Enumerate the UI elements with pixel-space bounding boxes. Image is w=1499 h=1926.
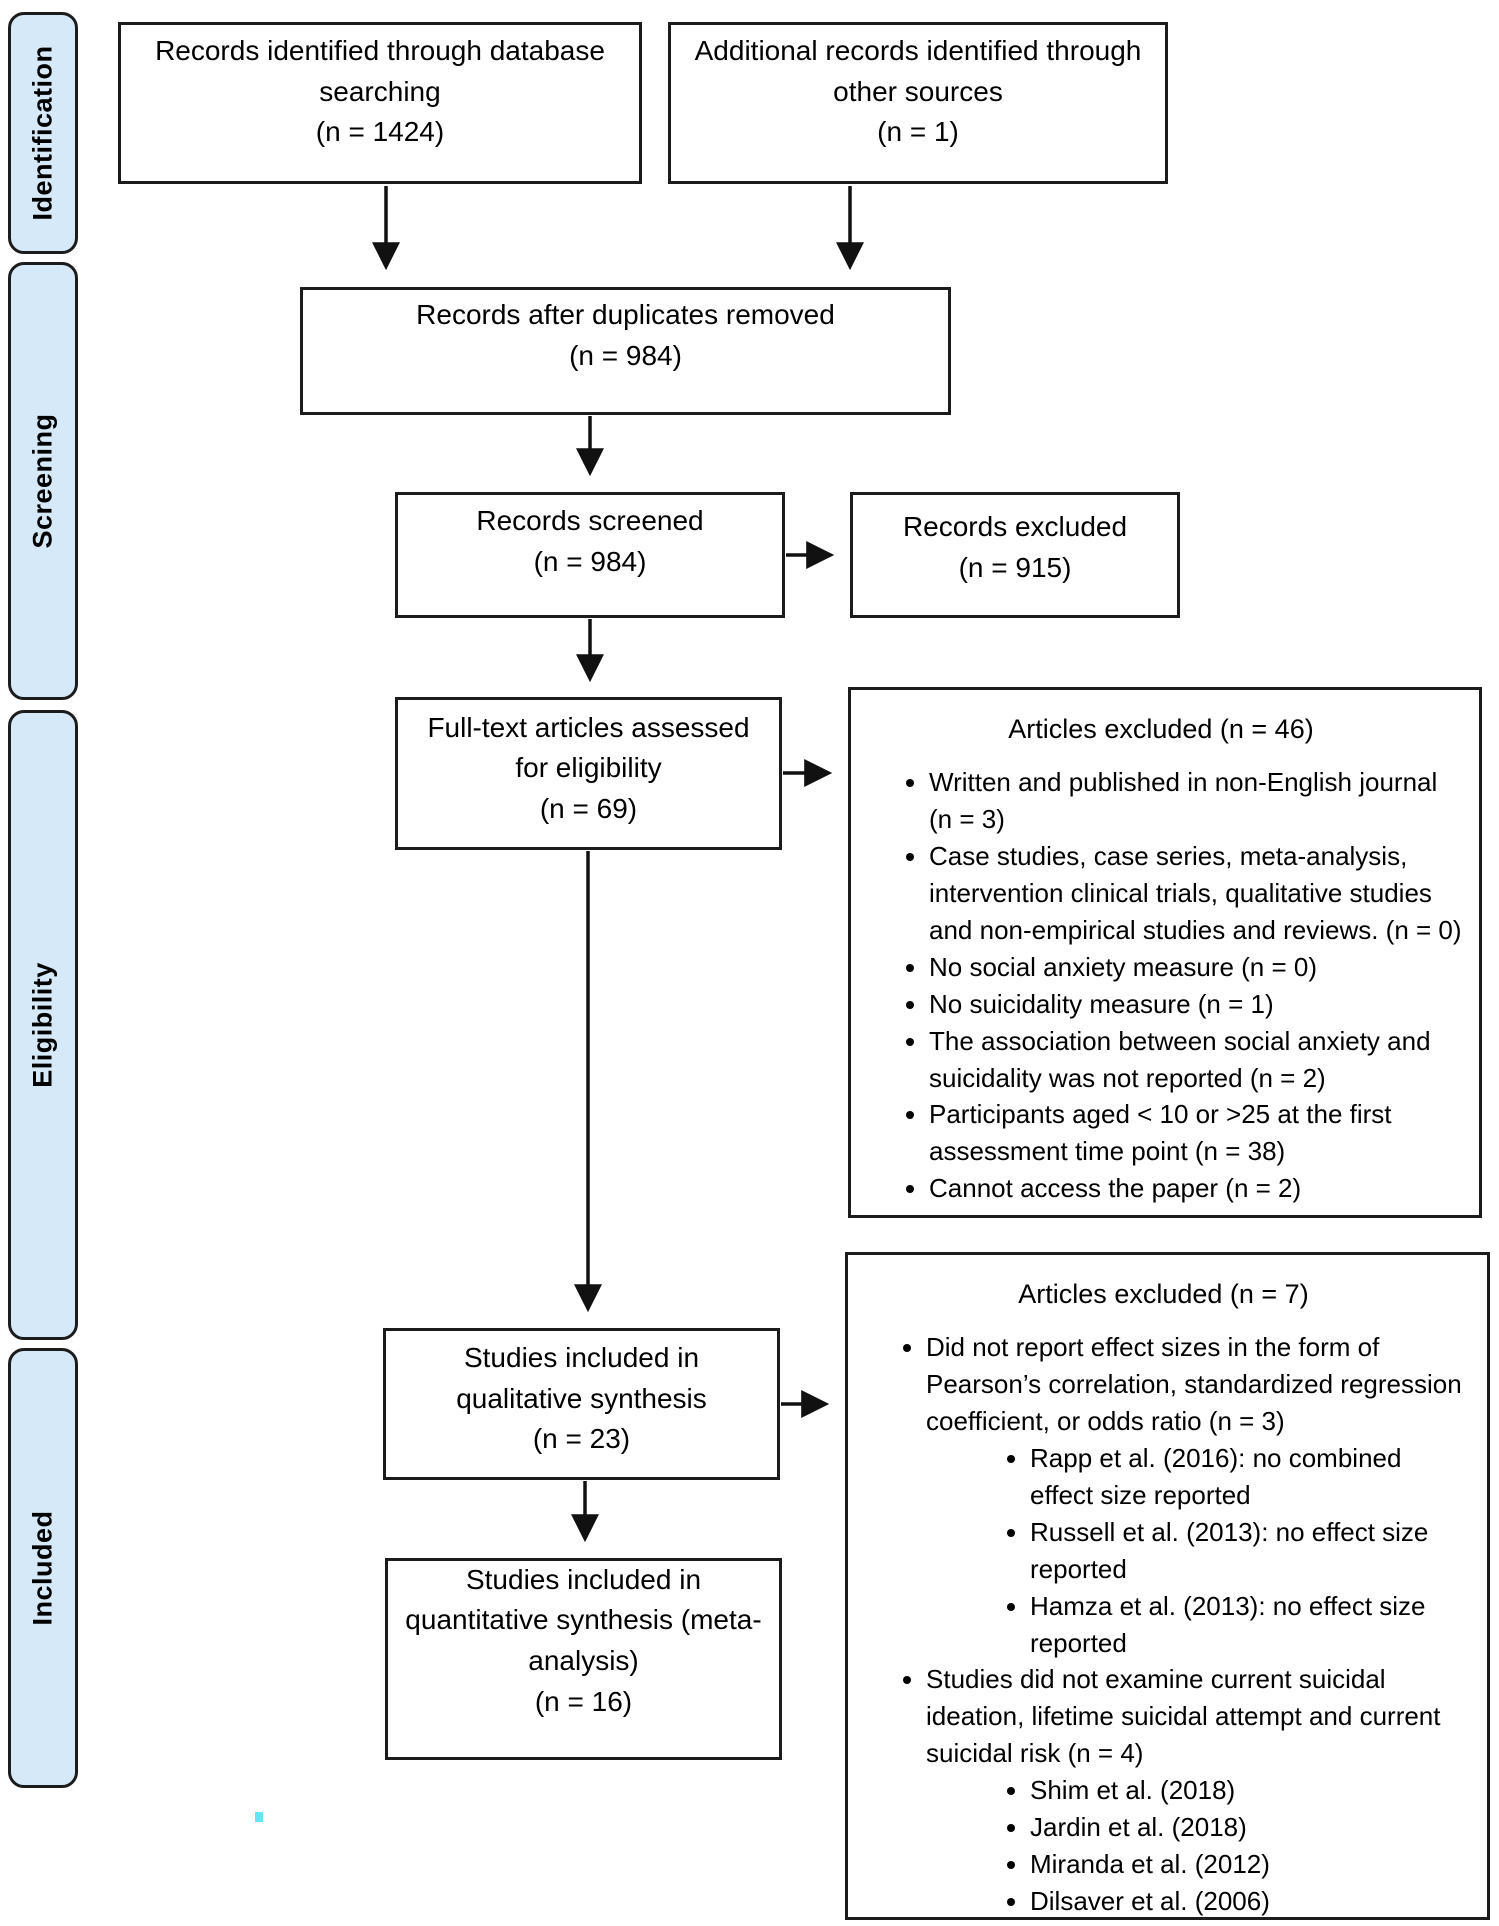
- list-item: No suicidality measure (n = 1): [929, 986, 1463, 1023]
- list-item: Shim et al. (2018): [1030, 1772, 1471, 1809]
- list-item-text: Did not report effect sizes in the form …: [926, 1332, 1462, 1437]
- box-fulltext-assessed: Full-text articles assessed for eligibil…: [395, 697, 782, 850]
- list-item: Cannot access the paper (n = 2): [929, 1170, 1463, 1207]
- box-after-duplicates-text: Records after duplicates removed (n = 98…: [416, 299, 835, 371]
- stray-cyan-artifact: [255, 1812, 263, 1822]
- excluded-7-sublist: Rapp et al. (2016): no combined effect s…: [926, 1440, 1471, 1661]
- box-records-screened-text: Records screened (n = 984): [476, 505, 704, 577]
- stage-band-eligibility: Eligibility: [8, 710, 78, 1340]
- list-item-text: Studies did not examine current suicidal…: [926, 1664, 1441, 1769]
- list-item: Written and published in non-English jou…: [929, 764, 1463, 838]
- panel-excluded-46-title: Articles excluded (n = 46): [1008, 714, 1314, 744]
- box-records-screened: Records screened (n = 984): [395, 492, 785, 618]
- list-item: Did not report effect sizes in the form …: [926, 1329, 1471, 1661]
- box-quantitative-synthesis: Studies included in quantitative synthes…: [385, 1558, 782, 1760]
- stage-band-screening: Screening: [8, 262, 78, 700]
- list-item: Miranda et al. (2012): [1030, 1846, 1471, 1883]
- list-item: No social anxiety measure (n = 0): [929, 949, 1463, 986]
- box-additional-records-text: Additional records identified through ot…: [694, 35, 1142, 148]
- excluded-46-list: Written and published in non-English jou…: [859, 764, 1463, 1207]
- box-fulltext-assessed-text: Full-text articles assessed for eligibil…: [427, 711, 750, 824]
- panel-excluded-7-title: Articles excluded (n = 7): [1018, 1279, 1309, 1309]
- list-item: Rapp et al. (2016): no combined effect s…: [1030, 1440, 1471, 1514]
- stage-label-screening: Screening: [27, 413, 58, 549]
- list-item: Case studies, case series, meta-analysis…: [929, 838, 1463, 949]
- list-item: Jardin et al. (2018): [1030, 1809, 1471, 1846]
- box-qualitative-synthesis: Studies included in qualitative synthesi…: [383, 1328, 780, 1480]
- box-records-identified: Records identified through database sear…: [118, 22, 642, 184]
- excluded-7-list: Did not report effect sizes in the form …: [856, 1329, 1471, 1920]
- stage-label-identification: Identification: [27, 45, 58, 221]
- list-item: Studies did not examine current suicidal…: [926, 1661, 1471, 1919]
- panel-articles-excluded-46: Articles excluded (n = 46) Written and p…: [848, 687, 1482, 1218]
- box-after-duplicates: Records after duplicates removed (n = 98…: [300, 287, 951, 415]
- list-item: Russell et al. (2013): no effect size re…: [1030, 1514, 1471, 1588]
- panel-articles-excluded-7: Articles excluded (n = 7) Did not report…: [845, 1252, 1490, 1920]
- stage-band-identification: Identification: [8, 12, 78, 254]
- list-item: The association between social anxiety a…: [929, 1023, 1463, 1097]
- excluded-7-sublist: Shim et al. (2018) Jardin et al. (2018) …: [926, 1772, 1471, 1920]
- box-qualitative-synthesis-text: Studies included in qualitative synthesi…: [456, 1342, 707, 1455]
- stage-label-included: Included: [27, 1510, 58, 1626]
- box-records-excluded-text: Records excluded (n = 915): [902, 511, 1128, 583]
- list-item: Dilsaver et al. (2006): [1030, 1883, 1471, 1920]
- box-quantitative-synthesis-text: Studies included in quantitative synthes…: [405, 1563, 762, 1717]
- stage-label-eligibility: Eligibility: [27, 962, 58, 1088]
- list-item: Participants aged < 10 or >25 at the fir…: [929, 1096, 1463, 1170]
- box-records-identified-text: Records identified through database sear…: [155, 35, 605, 148]
- list-item: Hamza et al. (2013): no effect size repo…: [1030, 1588, 1471, 1662]
- box-records-excluded: Records excluded (n = 915): [850, 492, 1180, 618]
- stage-band-included: Included: [8, 1348, 78, 1788]
- box-additional-records: Additional records identified through ot…: [668, 22, 1168, 184]
